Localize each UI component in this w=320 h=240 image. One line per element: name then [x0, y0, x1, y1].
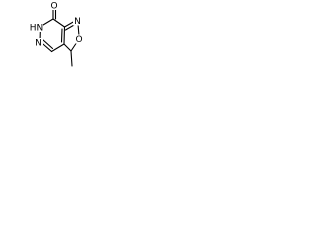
bond-n5-c4-b	[41, 38, 54, 50]
bond-c4-c3a	[50, 43, 65, 53]
bond-layer	[39, 7, 80, 67]
atom-o-carbonyl: O	[50, 2, 57, 12]
atom-n-isoxazole: N	[74, 17, 81, 27]
bond-n1-o2	[77, 23, 80, 37]
bond-c3-c3a	[63, 43, 72, 52]
atom-n-pyridazine: N	[35, 39, 42, 49]
bond-c3a-c7a-a	[63, 26, 66, 45]
mask-n-pyridazine	[34, 38, 43, 47]
atom-o-ring: O	[75, 35, 82, 45]
bond-c3-methyl	[70, 50, 73, 67]
mask-o-carbonyl	[49, 1, 59, 10]
bond-c3a-c7a-b	[60, 28, 63, 43]
mask-nh	[30, 23, 43, 32]
atom-nh: HN	[30, 24, 44, 34]
atom-label-layer: O HN N N O	[30, 1, 84, 49]
structure-canvas: O HN N N O	[0, 0, 88, 83]
mask-o-ring	[74, 34, 84, 44]
mask-n-isoxazole	[73, 16, 82, 26]
molecule-diagram: O HN N N O	[30, 1, 84, 67]
bond-c7a-c7	[52, 18, 66, 28]
